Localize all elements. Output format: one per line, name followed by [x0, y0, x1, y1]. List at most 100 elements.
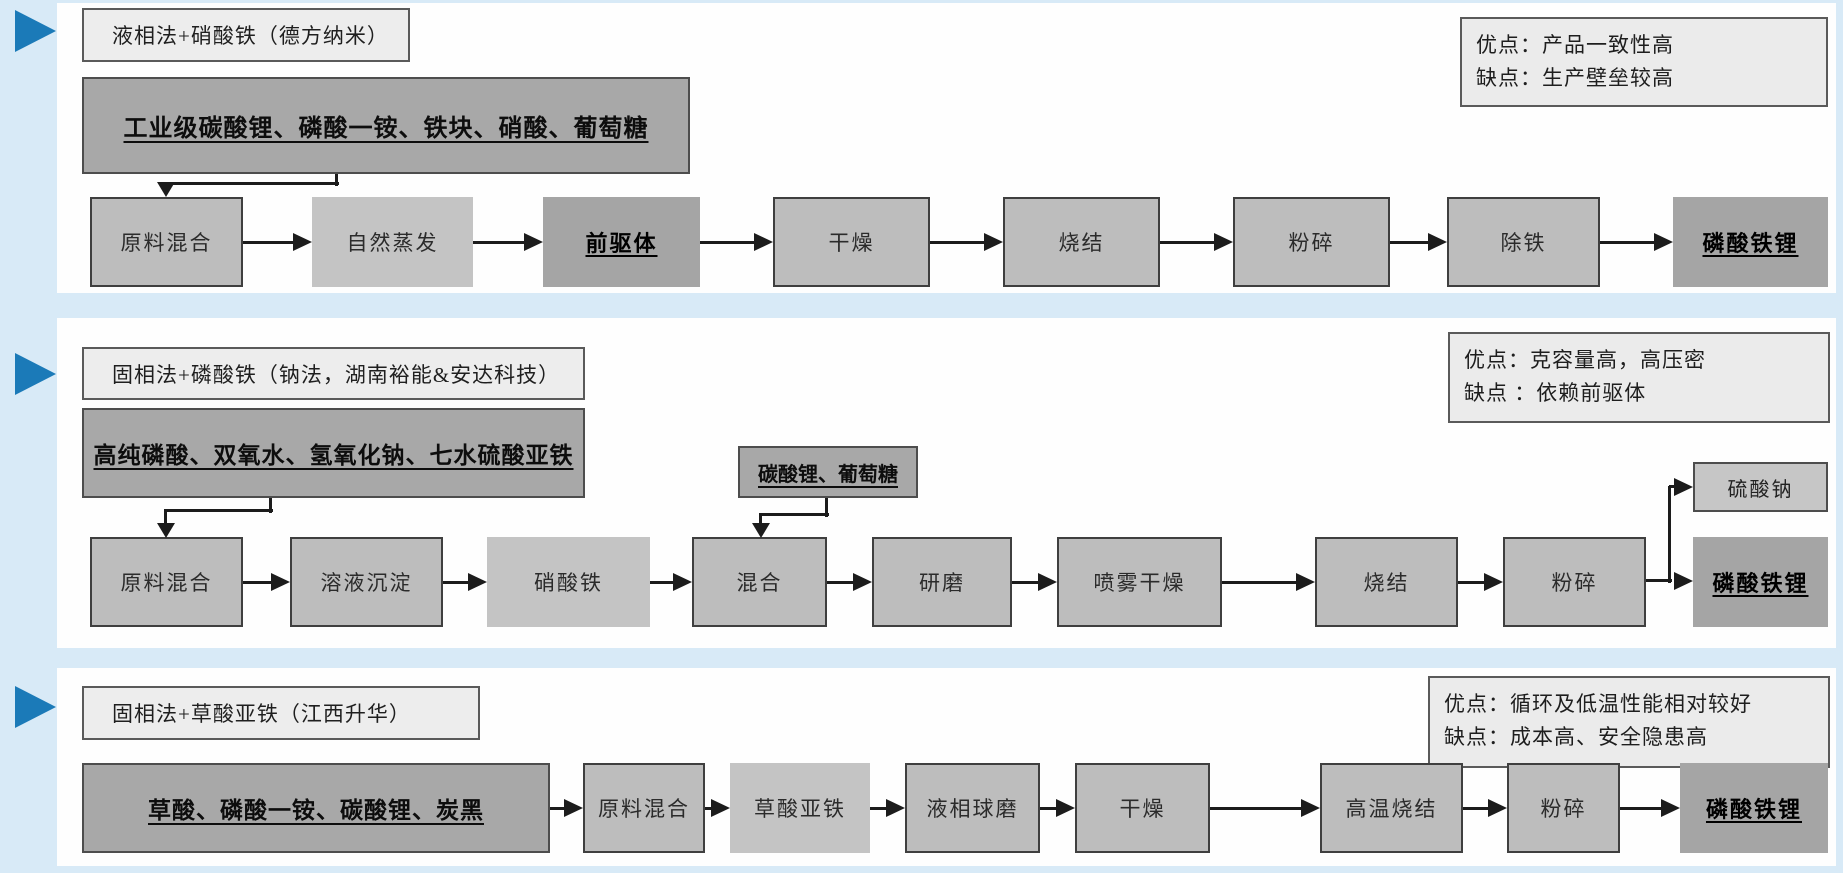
flow-node-label: 前驱体	[585, 231, 658, 256]
arrowhead-icon	[754, 233, 773, 251]
method-title-text: 固相法+草酸亚铁（江西升华）	[112, 702, 411, 726]
flow-arrow-line	[1463, 807, 1490, 810]
connector-line	[164, 510, 167, 525]
flow-node-label: 磷酸铁锂	[1712, 571, 1809, 596]
flow-node: 草酸亚铁	[730, 763, 870, 853]
method-title: 固相法+草酸亚铁（江西升华）	[82, 686, 480, 740]
flow-node: 磷酸铁锂	[1693, 537, 1828, 627]
flow-node-label: 粉碎	[1288, 231, 1335, 255]
flow-arrow-line	[1160, 241, 1216, 244]
arrowhead-icon	[157, 182, 175, 197]
cons-line: 缺点 ：依赖前驱体	[1464, 380, 1647, 405]
flow-node-label: 喷雾干燥	[1093, 571, 1186, 595]
flow-node: 高温烧结	[1320, 763, 1463, 853]
flow-node-label: 原料混合	[120, 231, 213, 255]
flow-arrow-line	[1012, 581, 1040, 584]
flow-node: 磷酸铁锂	[1680, 763, 1828, 853]
arrowhead-icon	[1661, 799, 1680, 817]
flow-arrow-line	[1458, 581, 1486, 584]
connector-line	[165, 182, 339, 185]
flow-arrow-line	[650, 581, 675, 584]
flow-node: 液相球磨	[905, 763, 1040, 853]
byproduct-box: 硫酸钠	[1693, 462, 1828, 512]
flow-node-label: 硝酸铁	[534, 571, 603, 595]
flow-node-label: 干燥	[1119, 797, 1166, 821]
flow-arrow-line	[1390, 241, 1430, 244]
arrowhead-icon	[1428, 233, 1447, 251]
flow-arrow-line	[1620, 807, 1663, 810]
arrowhead-icon	[564, 799, 583, 817]
flow-node: 除铁	[1447, 197, 1600, 287]
flow-arrow-line	[870, 807, 888, 810]
raw-materials-text: 草酸、磷酸一铵、碳酸锂、炭黑	[148, 798, 484, 823]
arrowhead-icon	[673, 573, 692, 591]
raw-materials-box: 工业级碳酸锂、磷酸一铵、铁块、硝酸、葡萄糖	[82, 77, 690, 174]
connector-line	[1668, 486, 1671, 583]
arrowhead-icon	[1488, 799, 1507, 817]
method-title-text: 固相法+磷酸铁（钠法，湖南裕能&安达科技）	[112, 362, 561, 387]
flow-node: 混合	[692, 537, 827, 627]
connector-line	[825, 498, 828, 517]
flow-arrow-line	[930, 241, 986, 244]
arrowhead-icon	[1674, 478, 1693, 496]
pros-cons-box: 优点：克容量高，高压密 缺点 ：依赖前驱体	[1448, 332, 1830, 423]
connector-line	[759, 513, 829, 516]
flow-node: 原料混合	[90, 537, 243, 627]
arrowhead-icon	[157, 523, 175, 538]
pros-line: 优点：产品一致性高	[1476, 33, 1674, 57]
flow-arrow-line	[705, 807, 713, 810]
flow-node-label: 自然蒸发	[346, 231, 439, 255]
pros-cons-box: 优点：循环及低温性能相对较好 缺点：成本高、安全隐患高	[1428, 676, 1830, 768]
additives-text: 碳酸锂、葡萄糖	[758, 463, 898, 486]
flow-arrow-line	[1222, 581, 1298, 584]
flow-node-label: 除铁	[1500, 231, 1547, 255]
arrowhead-icon	[1674, 572, 1693, 590]
flow-arrow-line	[243, 241, 295, 244]
flow-node-label: 烧结	[1363, 571, 1410, 595]
flow-arrow-line	[243, 581, 273, 584]
flow-arrow-line	[473, 241, 526, 244]
flow-node: 原料混合	[90, 197, 243, 287]
flow-node: 喷雾干燥	[1057, 537, 1222, 627]
flow-node: 自然蒸发	[312, 197, 473, 287]
flow-node-label: 干燥	[828, 231, 875, 255]
flow-node-label: 粉碎	[1551, 571, 1598, 595]
flow-node-label: 溶液沉淀	[320, 571, 413, 595]
arrowhead-icon	[1484, 573, 1503, 591]
pros-line: 优点：循环及低温性能相对较好	[1444, 692, 1752, 716]
flow-node-label: 原料混合	[598, 797, 690, 821]
arrowhead-icon	[1296, 573, 1315, 591]
flow-arrow-line	[700, 241, 756, 244]
flow-arrow-line	[827, 581, 855, 584]
connector-line	[269, 498, 272, 513]
cons-line: 缺点：成本高、安全隐患高	[1444, 724, 1708, 749]
flow-node-label: 液相球磨	[926, 797, 1019, 821]
flow-node-label: 烧结	[1058, 231, 1105, 255]
bullet-triangle-icon	[15, 10, 56, 52]
flow-node: 干燥	[773, 197, 930, 287]
raw-materials-box: 高纯磷酸、双氧水、氢氧化钠、七水硫酸亚铁	[82, 408, 585, 498]
arrowhead-icon	[1038, 573, 1057, 591]
flow-node-label: 磷酸铁锂	[1702, 231, 1799, 256]
arrowhead-icon	[1214, 233, 1233, 251]
flow-node-label: 混合	[736, 571, 783, 595]
method-title: 液相法+硝酸铁（德方纳米）	[82, 8, 410, 62]
arrowhead-icon	[1301, 799, 1320, 817]
flow-arrow-line	[443, 581, 470, 584]
flow-node: 研磨	[872, 537, 1012, 627]
raw-materials-box: 草酸、磷酸一铵、碳酸锂、炭黑	[82, 763, 550, 853]
arrowhead-icon	[853, 573, 872, 591]
flow-node-label: 研磨	[919, 571, 965, 595]
arrowhead-icon	[1654, 233, 1673, 251]
arrowhead-icon	[293, 233, 312, 251]
flow-node: 粉碎	[1503, 537, 1646, 627]
flow-node: 硝酸铁	[487, 537, 650, 627]
flow-node: 前驱体	[543, 197, 700, 287]
flow-node: 干燥	[1075, 763, 1210, 853]
connector-line	[335, 174, 338, 186]
method-title-text: 液相法+硝酸铁（德方纳米）	[112, 24, 389, 48]
byproduct-text: 硫酸钠	[1727, 478, 1794, 501]
flow-node-label: 原料混合	[120, 571, 213, 595]
connector-line	[759, 514, 762, 525]
